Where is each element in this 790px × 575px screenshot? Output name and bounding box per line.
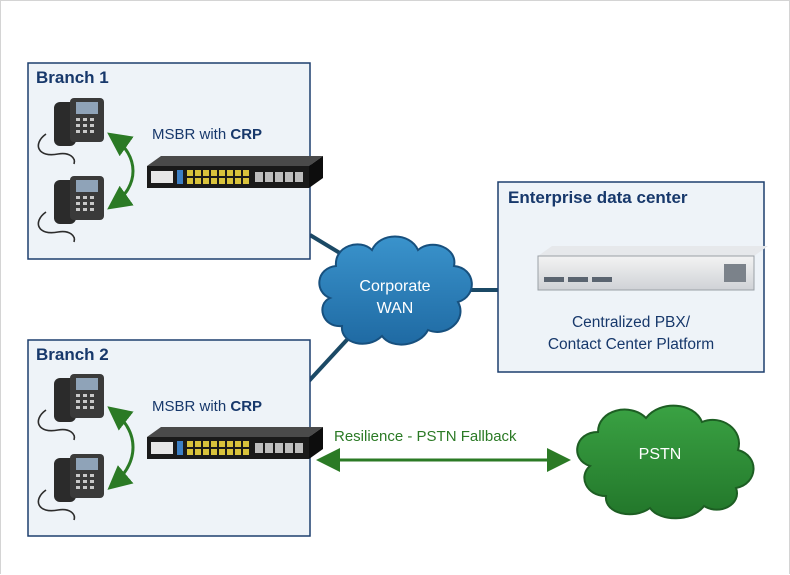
branch1-device-label: MSBR with CRP bbox=[152, 126, 262, 143]
wan-label-line-2: WAN bbox=[376, 300, 414, 317]
wan-cloud-label: Corporate WAN bbox=[340, 276, 450, 320]
device-label-crp: CRP bbox=[230, 398, 263, 415]
corporate-wan-cloud-icon bbox=[318, 235, 473, 346]
msbr-device-icon bbox=[147, 156, 323, 188]
msbr-device-icon bbox=[147, 427, 323, 459]
branch1-title: Branch 1 bbox=[36, 68, 109, 87]
datacenter-title: Enterprise data center bbox=[508, 188, 688, 207]
branch2-device-label: MSBR with CRP bbox=[152, 398, 262, 415]
device-label-crp: CRP bbox=[230, 126, 263, 143]
caption-line-2: Contact Center Platform bbox=[547, 336, 715, 353]
fallback-label: Resilience - PSTN Fallback bbox=[334, 428, 517, 445]
datacenter-caption: Centralized PBX/ Contact Center Platform bbox=[498, 312, 764, 356]
pstn-cloud-icon bbox=[576, 404, 755, 520]
branch2-title: Branch 2 bbox=[36, 345, 109, 364]
wan-label-line-1: Corporate bbox=[359, 278, 431, 295]
pbx-server-icon bbox=[537, 246, 768, 291]
phone-call-arrow bbox=[107, 406, 135, 490]
caption-line-1: Centralized PBX/ bbox=[571, 314, 691, 331]
device-label-prefix: MSBR with bbox=[152, 126, 231, 143]
pstn-cloud-label: PSTN bbox=[638, 446, 682, 463]
phone-call-arrow bbox=[107, 132, 135, 210]
device-label-prefix: MSBR with bbox=[152, 398, 231, 415]
